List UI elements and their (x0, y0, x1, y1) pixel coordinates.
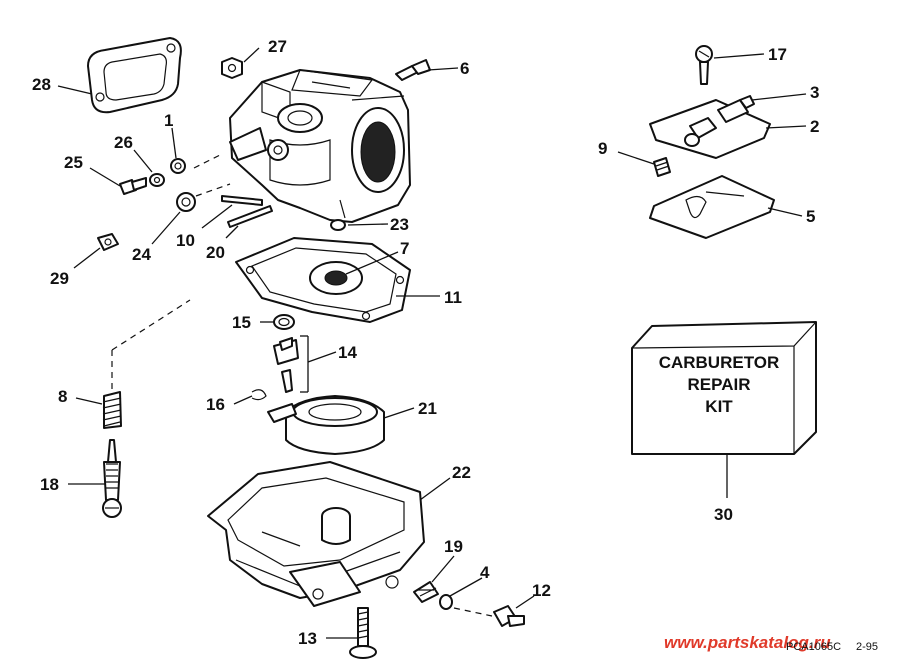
callout-3: 3 (810, 83, 819, 102)
screw-part-17 (695, 45, 713, 85)
callout-1: 1 (164, 111, 173, 130)
callout-26: 26 (114, 133, 133, 152)
carburetor-body (229, 69, 411, 223)
callout-11: 11 (444, 288, 462, 307)
callout-4: 4 (480, 563, 490, 582)
kit-label-line3: KIT (705, 397, 733, 416)
lockwasher-part-1 (170, 158, 186, 174)
callout-numbers: 27 28 6 1 26 25 24 10 20 29 23 7 11 15 1… (32, 37, 819, 648)
plug-part-23 (330, 219, 346, 231)
screw-part-6 (395, 59, 431, 81)
callout-13: 13 (298, 629, 317, 648)
fitting-part-29 (97, 233, 119, 251)
float-bowl-part-22 (207, 461, 425, 607)
pump-cover-part-2 (649, 99, 771, 159)
callout-5: 5 (806, 207, 815, 226)
check-valve-part-9 (653, 157, 671, 177)
clip-part-16 (251, 389, 267, 401)
callout-21: 21 (418, 399, 437, 418)
leader-lines (57, 47, 807, 639)
pin-part-20 (227, 205, 273, 228)
kit-label-line1: CARBURETOR (659, 353, 780, 372)
plug-part-19 (413, 581, 439, 603)
callout-15: 15 (232, 313, 251, 332)
needle-seat-part-14 (273, 337, 299, 393)
lockwasher-part-24 (176, 192, 196, 212)
washer-part-26 (149, 173, 165, 187)
callout-10: 10 (176, 231, 195, 250)
callout-14: 14 (338, 343, 357, 362)
callout-9: 9 (598, 139, 607, 158)
repair-kit-box-part-30: CARBURETOR REPAIR KIT (631, 321, 817, 455)
gasket-part-4 (439, 594, 453, 610)
callout-12: 12 (532, 581, 551, 600)
callout-16: 16 (206, 395, 225, 414)
callout-27: 27 (268, 37, 287, 56)
fitting-part-3 (717, 95, 755, 123)
shaft-part-10 (221, 195, 263, 206)
nut-part-27 (221, 57, 243, 79)
callout-17: 17 (768, 45, 787, 64)
diaphragm-part-5 (649, 175, 775, 239)
screw-part-25 (119, 177, 147, 195)
callout-19: 19 (444, 537, 463, 556)
spring-part-8 (102, 391, 122, 429)
fitting-part-12 (493, 605, 525, 627)
float-part-21 (267, 395, 385, 455)
gasket-part-15 (273, 314, 295, 330)
callout-23: 23 (390, 215, 409, 234)
callout-28: 28 (32, 75, 51, 94)
diagram-code: PCA1065C (786, 641, 841, 653)
callout-18: 18 (40, 475, 59, 494)
callout-2: 2 (810, 117, 819, 136)
callout-6: 6 (460, 59, 469, 78)
callout-24: 24 (132, 245, 151, 264)
screw-part-13 (349, 607, 377, 659)
diaphragm-part-7 (309, 261, 363, 295)
kit-label-line2: REPAIR (688, 375, 751, 394)
mixture-needle-part-18 (102, 439, 122, 518)
watermark-url: www.partskatalog.ru (664, 633, 831, 652)
callout-25: 25 (64, 153, 83, 172)
callout-22: 22 (452, 463, 471, 482)
callout-8: 8 (58, 387, 67, 406)
diagram-date: 2-95 (856, 641, 878, 653)
callout-7: 7 (400, 239, 409, 258)
callout-20: 20 (206, 243, 225, 262)
callout-30: 30 (714, 505, 733, 524)
callout-29: 29 (50, 269, 69, 288)
gasket-part-28 (87, 37, 182, 114)
